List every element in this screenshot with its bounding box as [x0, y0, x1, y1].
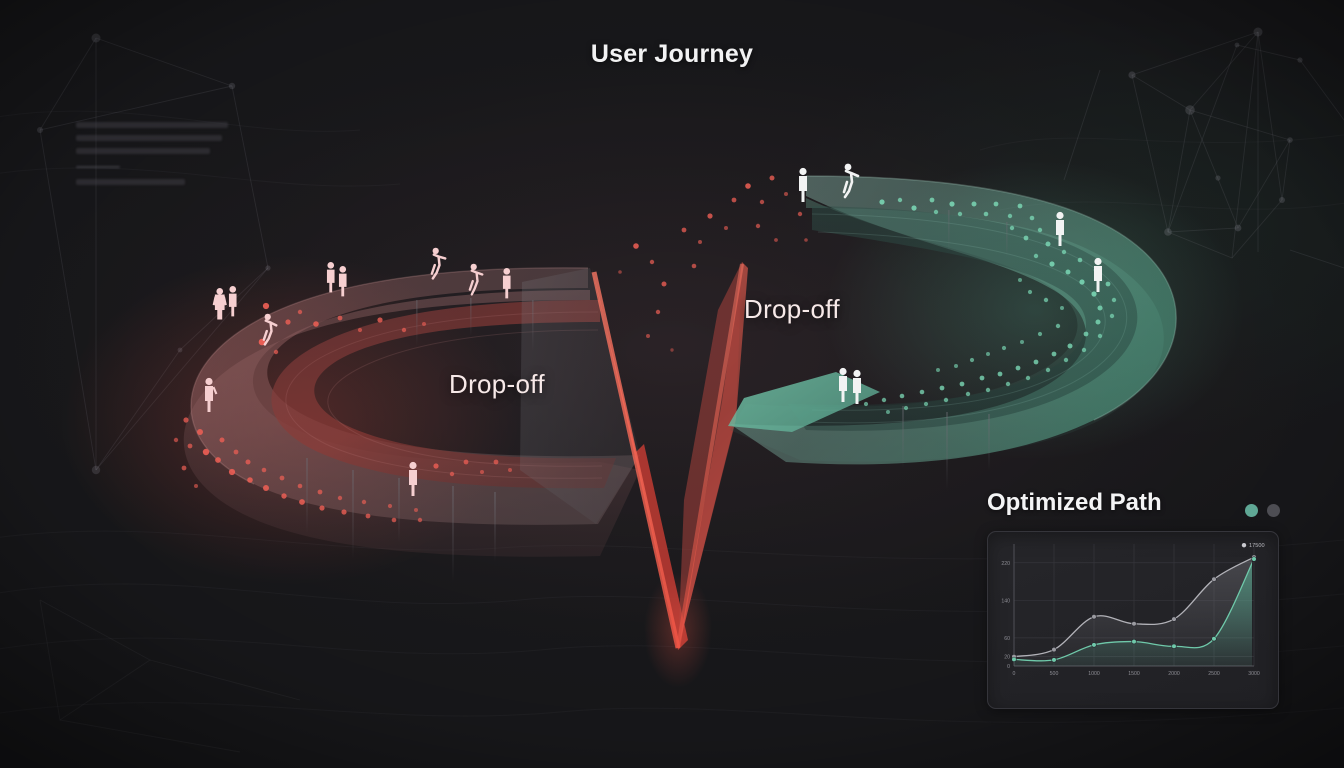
- chart-y-tick-labels: 0 20 60 140 220: [1001, 561, 1010, 670]
- legend-dot-optimized[interactable]: [1245, 504, 1258, 517]
- chart-x-tick-labels: 0 500 1000 1500 2000 2500 3000: [1013, 671, 1260, 677]
- note-line-3: [76, 148, 210, 154]
- svg-text:2500: 2500: [1208, 671, 1220, 677]
- svg-text:500: 500: [1050, 671, 1059, 677]
- left-shelf: [520, 268, 640, 524]
- datapoints-optimized[interactable]: [1011, 556, 1257, 663]
- note-line-4: [76, 179, 186, 185]
- svg-text:17500: 17500: [1249, 543, 1265, 549]
- optimized-path-ribbon: [730, 175, 1177, 465]
- area-baseline: [1014, 558, 1252, 666]
- note-line-2: [76, 135, 222, 141]
- svg-text:0: 0: [1013, 671, 1016, 677]
- area-optimized: [1014, 563, 1252, 666]
- svg-text:1000: 1000: [1088, 671, 1100, 677]
- svg-text:0: 0: [1007, 664, 1010, 670]
- svg-text:3000: 3000: [1248, 671, 1260, 677]
- optimized-user-dots: [863, 197, 1117, 414]
- dropoff-user-dots: [173, 175, 808, 523]
- note-line-1: [76, 122, 228, 128]
- note-divider: [76, 166, 120, 168]
- decorative-note-block: [76, 122, 228, 192]
- svg-text:20: 20: [1004, 655, 1010, 661]
- dropoff-label-left: Drop-off: [449, 369, 545, 399]
- svg-text:220: 220: [1001, 561, 1010, 567]
- dropoff-label-right: Drop-off: [744, 294, 840, 324]
- chart-annotation: 17500: [1241, 542, 1265, 549]
- svg-text:60: 60: [1004, 636, 1010, 642]
- optimized-path-panel: Optimized Path: [975, 483, 1290, 715]
- page-title: User Journey: [590, 40, 754, 68]
- svg-text:1500: 1500: [1128, 671, 1140, 677]
- user-figures-optimized: [799, 163, 1102, 404]
- line-area-chart[interactable]: 0 500 1000 1500 2000 2500 3000 0 20 60 140 220 175…: [988, 532, 1278, 708]
- user-figures-dropoff: [205, 247, 511, 496]
- svg-text:2000: 2000: [1168, 671, 1180, 677]
- chart-card[interactable]: 0 500 1000 1500 2000 2500 3000 0 20 60 140 220 175…: [987, 531, 1279, 709]
- panel-title: Optimized Path: [987, 489, 1162, 516]
- dropoff-chasm: [591, 262, 748, 688]
- left-drips: [306, 298, 534, 582]
- svg-text:140: 140: [1001, 598, 1010, 604]
- panel-legend: [1245, 504, 1280, 517]
- legend-dot-baseline[interactable]: [1267, 504, 1280, 517]
- right-drips: [902, 210, 1008, 490]
